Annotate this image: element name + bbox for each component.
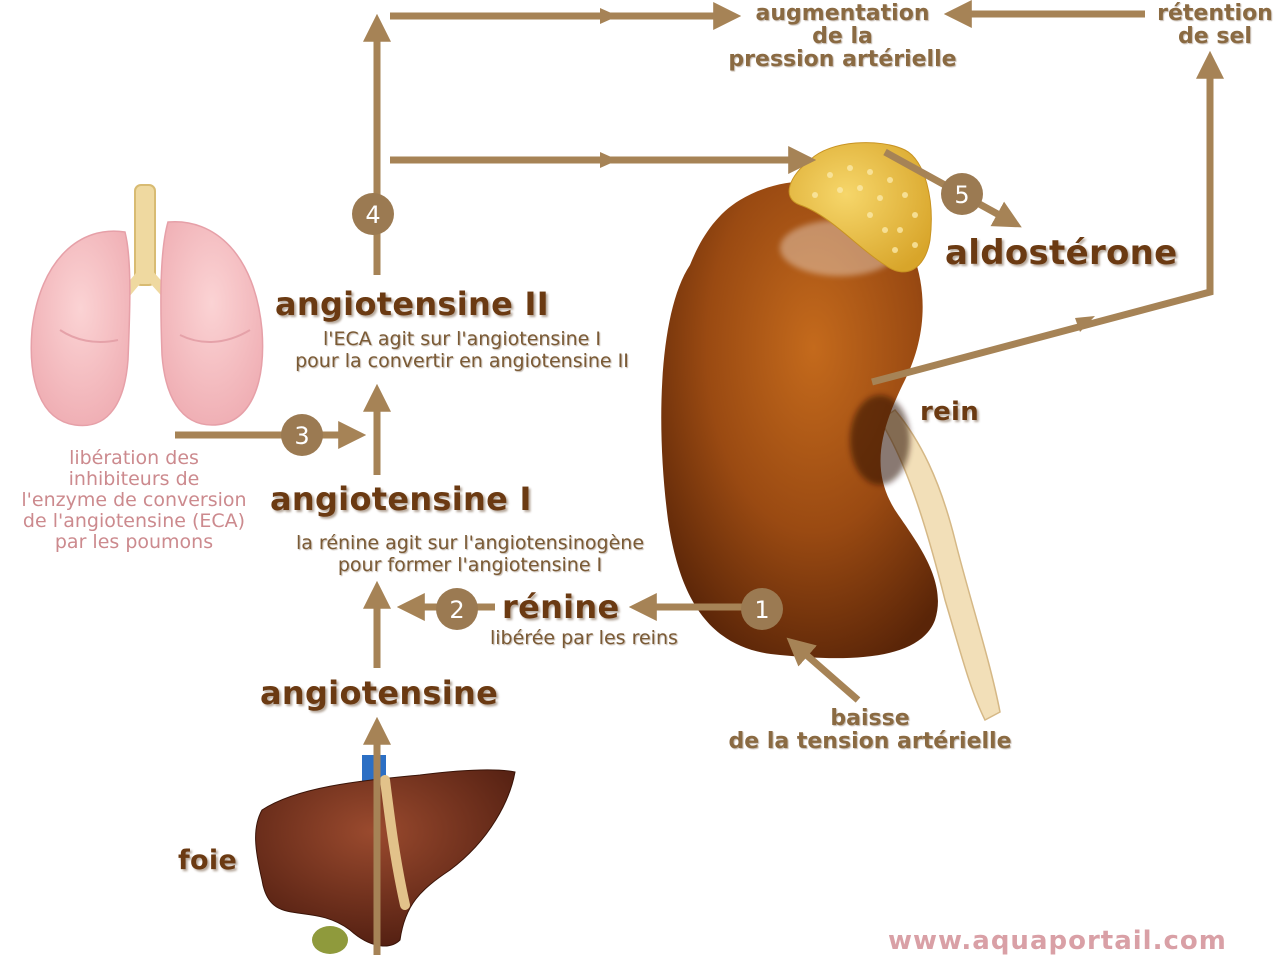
svg-text:4: 4 — [365, 201, 380, 229]
step-2: 2 — [436, 588, 478, 630]
svg-text:1: 1 — [754, 596, 769, 624]
label-angiotensine-2: angiotensine II — [275, 285, 549, 323]
pression-line-3: pression artérielle — [728, 47, 957, 72]
eca-line-3: l'enzyme de conversion — [21, 489, 247, 511]
mid-arrowheads — [600, 8, 1095, 332]
baisse-line-1: baisse — [830, 706, 910, 731]
arrow-to-retention — [871, 50, 1224, 386]
gallbladder — [312, 926, 348, 954]
label-eca: libération des inhibiteurs de l'enzyme d… — [0, 448, 268, 553]
svg-text:3: 3 — [294, 422, 309, 450]
retention-line-1: rétention — [1157, 1, 1273, 26]
kidney-illustration — [661, 142, 1001, 722]
liver-illustration — [255, 755, 516, 954]
lungs-illustration — [30, 184, 264, 427]
ureter — [878, 409, 1001, 722]
eca-line-2: inhibiteurs de — [68, 468, 200, 490]
arrow-paths — [175, 0, 1224, 955]
step-1: 1 — [741, 588, 783, 630]
desc-angiotensine-1-line-1: la rénine agit sur l'angiotensinogène — [295, 532, 645, 554]
eca-line-4: de l'angiotensine (ECA) — [22, 510, 246, 532]
label-retention: rétention de sel — [1150, 2, 1280, 48]
desc-angiotensine-2-line-1: l'ECA agit sur l'angiotensine I — [323, 328, 601, 350]
adrenal-gland — [788, 142, 932, 273]
baisse-line-2: de la tension artérielle — [728, 729, 1012, 754]
svg-text:5: 5 — [954, 181, 969, 209]
left-lung — [30, 230, 131, 427]
falciform-ligament — [380, 775, 410, 910]
label-foie: foie — [178, 845, 238, 876]
label-pression: augmentation de la pression artérielle — [720, 2, 965, 71]
retention-line-2: de sel — [1178, 24, 1252, 49]
pression-line-1: augmentation — [755, 1, 930, 26]
step-4: 4 — [352, 193, 394, 235]
desc-angiotensine-2-line-2: pour la convertir en angiotensine II — [295, 350, 629, 372]
label-aldosterone: aldostérone — [945, 233, 1178, 273]
desc-angiotensine-2: l'ECA agit sur l'angiotensine I pour la … — [262, 328, 662, 372]
label-baisse: baisse de la tension artérielle — [710, 707, 1030, 753]
label-angiotensine-1: angiotensine I — [270, 480, 532, 518]
pression-line-2: de la — [812, 24, 873, 49]
trachea — [134, 184, 156, 286]
watermark: www.aquaportail.com — [888, 926, 1227, 956]
arrow-baisse-to-kidney — [786, 637, 861, 703]
desc-angiotensine-1-line-2: pour former l'angiotensine I — [337, 554, 603, 576]
svg-text:2: 2 — [449, 596, 464, 624]
label-angiotensine: angiotensine — [260, 674, 499, 712]
liver — [255, 769, 516, 947]
label-rein: rein — [920, 397, 980, 427]
eca-line-5: par les poumons — [54, 531, 214, 553]
desc-renine: libérée par les reins — [490, 627, 678, 649]
label-renine: rénine — [502, 588, 620, 626]
eca-line-1: libération des — [69, 447, 199, 469]
step-5: 5 — [941, 173, 983, 215]
kidney — [661, 181, 938, 659]
right-lung — [160, 221, 264, 426]
desc-angiotensine-1: la rénine agit sur l'angiotensinogène po… — [265, 532, 675, 576]
step-3: 3 — [281, 414, 323, 456]
